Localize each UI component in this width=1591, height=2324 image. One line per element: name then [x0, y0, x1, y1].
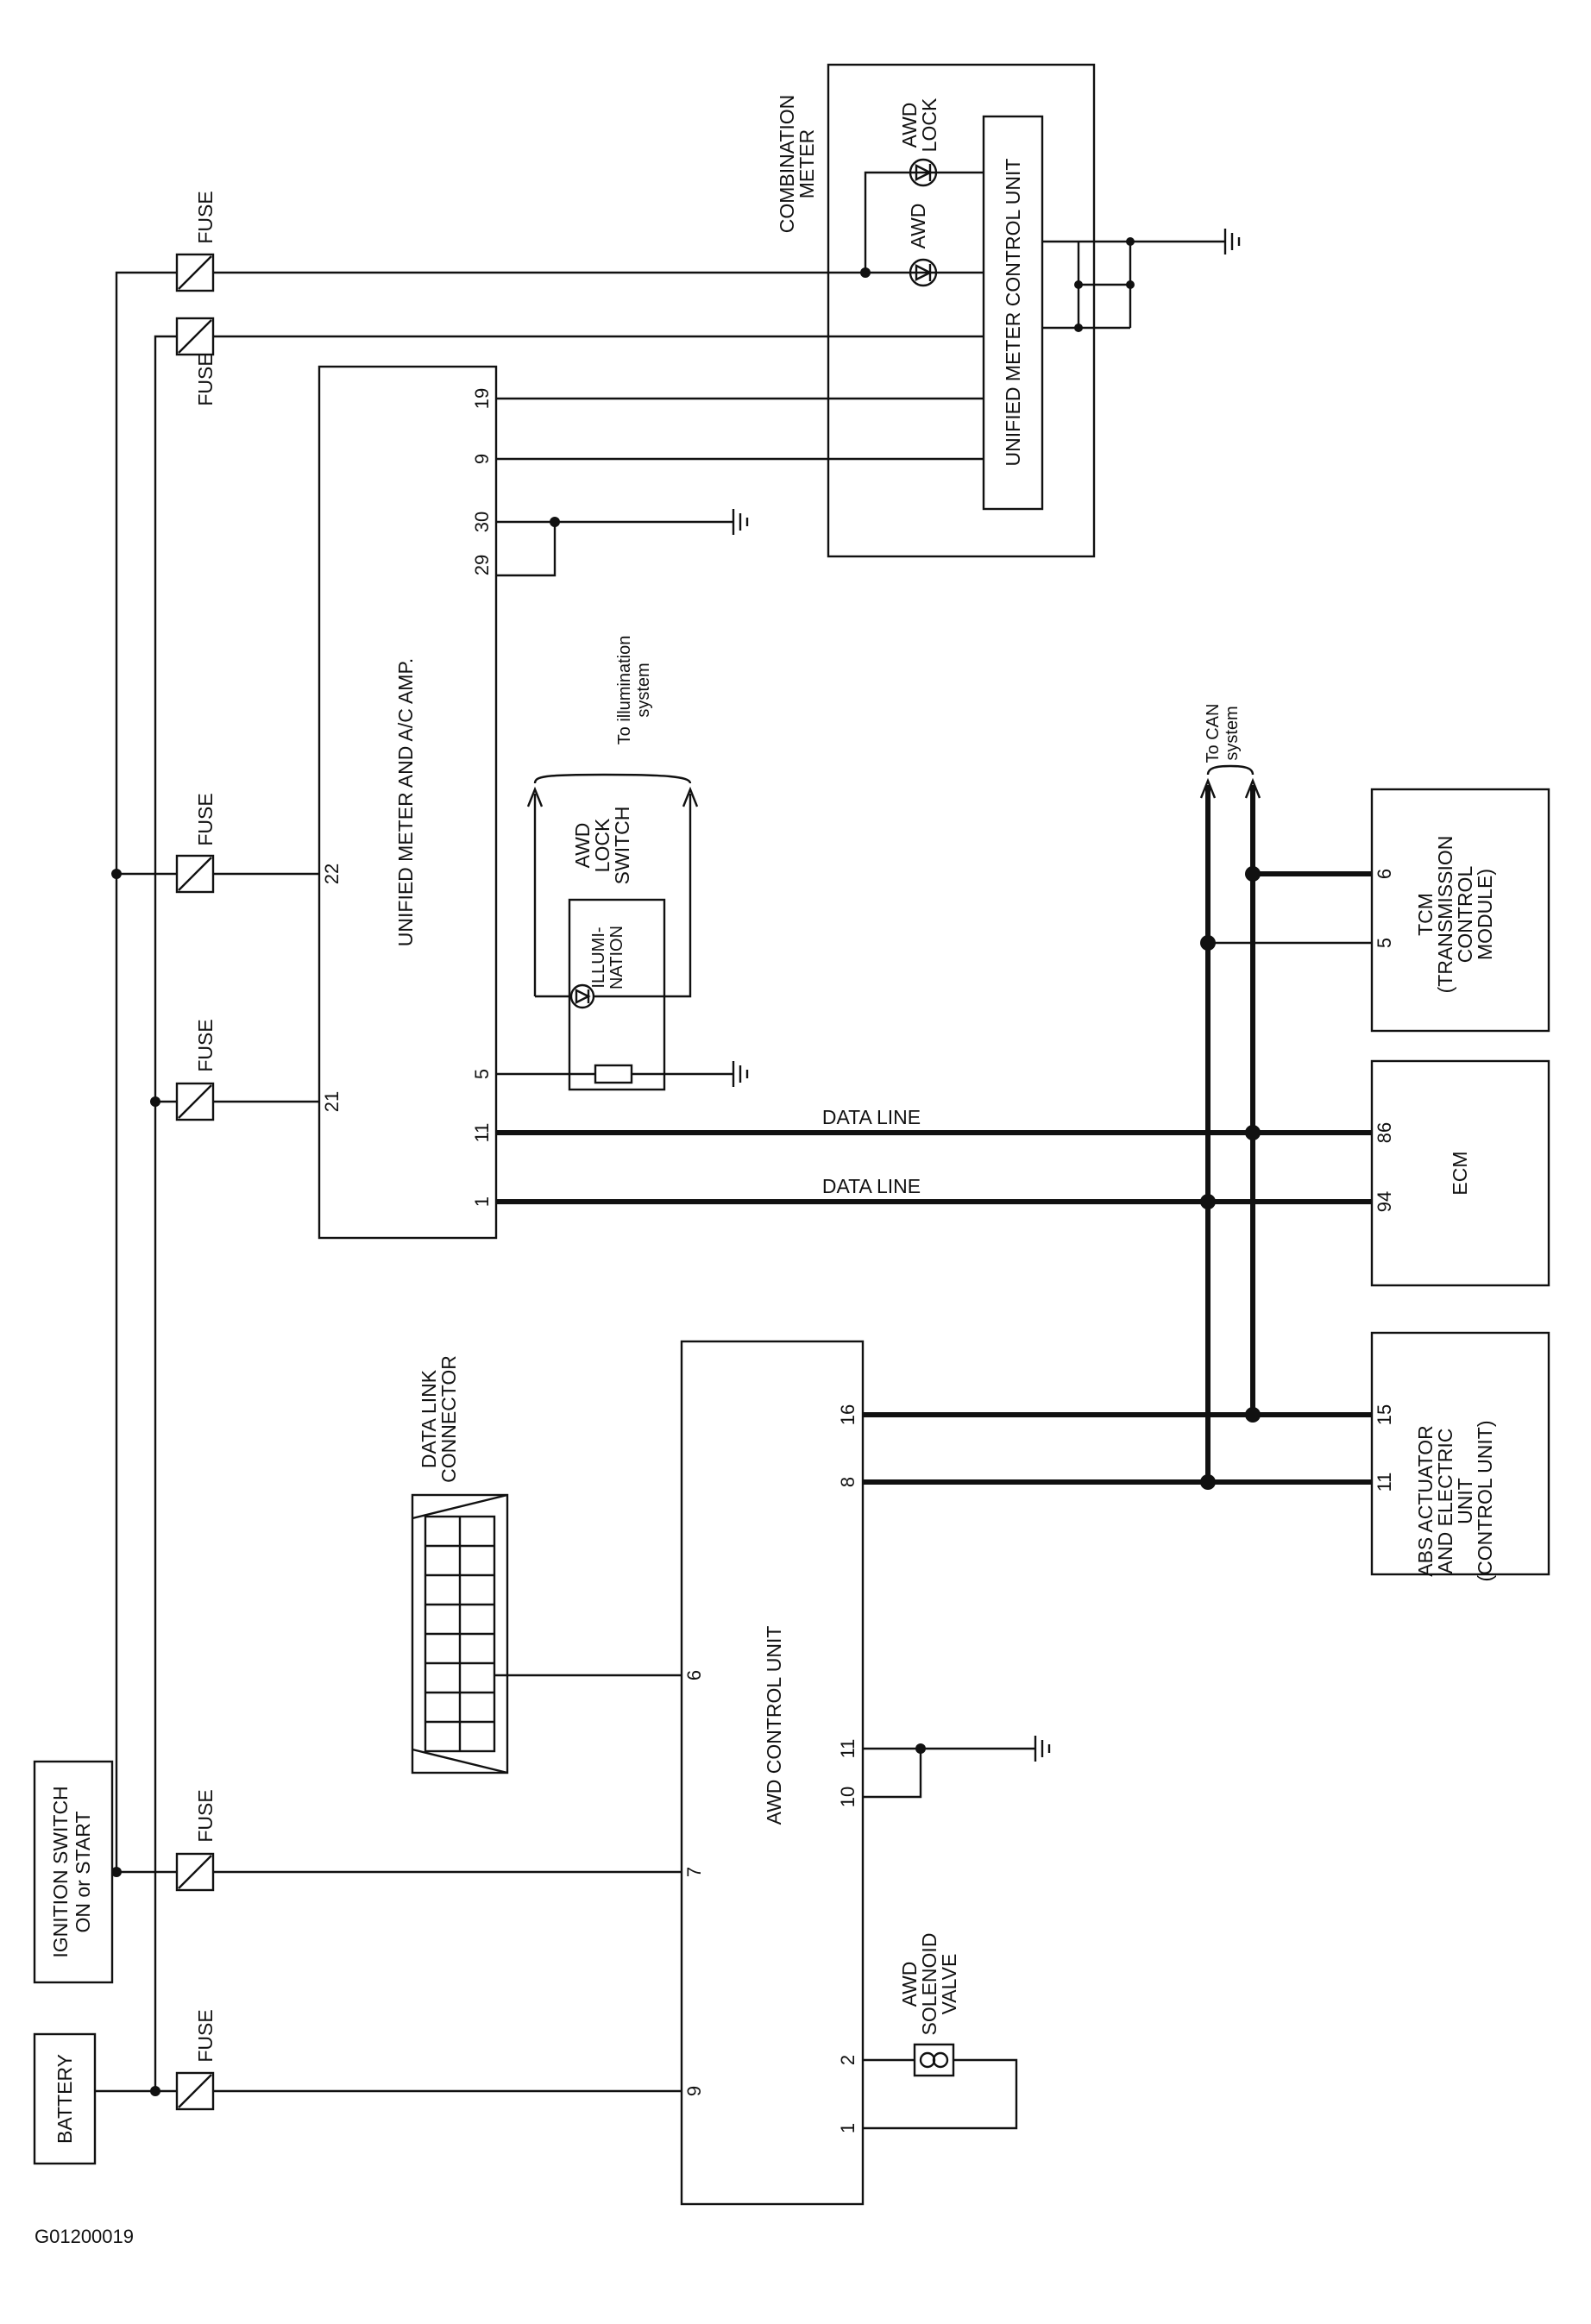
svg-text:SOLENOID: SOLENOID	[918, 1933, 940, 2036]
ecm-unit: ECM 94 86	[1370, 1059, 1550, 1287]
dlc-pin-grid	[425, 1544, 494, 1724]
fuse-combination-meter-ignition: FUSE	[175, 191, 217, 292]
svg-text:6: 6	[683, 1670, 705, 1680]
fuse-combination-meter-battery: FUSE	[175, 317, 217, 406]
svg-text:To CAN: To CAN	[1204, 704, 1223, 763]
svg-text:29: 29	[471, 555, 493, 575]
svg-text:11: 11	[837, 1739, 858, 1759]
svg-text:19: 19	[471, 388, 493, 409]
svg-text:COMBINATION: COMBINATION	[776, 95, 798, 234]
svg-text:5: 5	[471, 1069, 493, 1079]
svg-text:7: 7	[683, 1867, 705, 1877]
svg-text:ECM: ECM	[1449, 1151, 1471, 1195]
can-bus: To CAN system	[1199, 704, 1261, 1484]
data-line-label-2: DATA LINE	[822, 1106, 921, 1128]
svg-text:TCM: TCM	[1414, 893, 1437, 936]
data-link-connector: DATA LINK CONNECTOR	[411, 1355, 682, 1774]
tcm-unit: TCM (TRANSMISSION CONTROL MODULE) 5 6	[1370, 788, 1550, 1033]
svg-text:16: 16	[837, 1404, 858, 1425]
svg-text:2: 2	[837, 2055, 858, 2065]
svg-text:22: 22	[321, 864, 343, 884]
awd-lock-switch: ILLUMI- NATION AWD LOCK SWITCH	[496, 807, 749, 1091]
svg-text:system: system	[634, 663, 653, 717]
svg-text:FUSE: FUSE	[194, 2009, 217, 2062]
ignition-feed-wire	[112, 271, 177, 1874]
svg-text:FUSE: FUSE	[194, 191, 217, 243]
combination-meter: COMBINATION METER UNIFIED METER CONTROL …	[776, 63, 1241, 558]
ignition-switch-label: IGNITION SWITCH	[49, 1786, 72, 1957]
battery-label: BATTERY	[53, 2054, 76, 2144]
svg-text:11: 11	[1374, 1473, 1395, 1492]
svg-text:(TRANSMISSION: (TRANSMISSION	[1434, 836, 1456, 994]
ignition-switch-source: IGNITION SWITCH ON or START	[33, 1760, 114, 1984]
svg-text:FUSE: FUSE	[194, 1789, 217, 1842]
svg-text:1: 1	[837, 2123, 858, 2133]
svg-text:94: 94	[1374, 1191, 1395, 1212]
abs-actuator-unit: ABS ACTUATOR AND ELECTRIC UNIT (CONTROL …	[1370, 1331, 1550, 1582]
svg-text:1: 1	[471, 1197, 493, 1207]
awd-lamp-icon	[909, 258, 938, 287]
svg-text:FUSE: FUSE	[194, 793, 217, 845]
battery-feed-wire	[95, 335, 177, 2093]
svg-text:11: 11	[471, 1123, 493, 1143]
svg-text:AWD: AWD	[571, 823, 594, 869]
svg-text:LOCK: LOCK	[591, 818, 613, 872]
figure-code: G01200019	[35, 2226, 134, 2247]
fuse-meter-battery: FUSE	[175, 1019, 217, 1121]
svg-text:8: 8	[837, 1477, 858, 1487]
svg-text:6: 6	[1374, 869, 1395, 879]
unified-meter-control-unit	[982, 115, 1044, 511]
svg-text:15: 15	[1374, 1404, 1395, 1425]
svg-text:AWD: AWD	[907, 204, 929, 249]
awd-control-unit-title: AWD CONTROL UNIT	[763, 1626, 785, 1825]
unified-meter-ac-amp: UNIFIED METER AND A/C AMP. 1 11 5 21 22 …	[318, 365, 498, 1240]
svg-text:system: system	[1223, 706, 1242, 760]
battery-source: BATTERY	[33, 2032, 97, 2165]
svg-text:LOCK: LOCK	[918, 97, 940, 152]
svg-text:AND ELECTRIC: AND ELECTRIC	[1434, 1429, 1456, 1574]
svg-text:MODULE): MODULE)	[1474, 869, 1496, 960]
svg-text:9: 9	[683, 2086, 705, 2096]
svg-text:21: 21	[321, 1091, 343, 1112]
svg-text:SWITCH: SWITCH	[611, 807, 633, 885]
awd-solenoid-valve: AWD SOLENOID VALVE	[863, 1933, 1018, 2130]
fuse-awd-ignition: FUSE	[175, 1789, 217, 1892]
svg-text:NATION: NATION	[607, 926, 626, 989]
svg-text:9: 9	[471, 454, 493, 464]
data-line-label-1: DATA LINE	[822, 1175, 921, 1197]
awd-control-unit: AWD CONTROL UNIT 1 2 9 7 10 11 6 8 16	[680, 1340, 865, 2206]
ignition-switch-state: ON or START	[72, 1812, 94, 1933]
svg-text:5: 5	[1374, 938, 1395, 948]
svg-text:ABS ACTUATOR: ABS ACTUATOR	[1414, 1425, 1437, 1577]
svg-text:DATA LINK: DATA LINK	[418, 1369, 440, 1468]
awd-lock-lamp-icon	[909, 158, 938, 187]
svg-text:UNIT: UNIT	[1454, 1478, 1476, 1524]
svg-text:CONNECTOR: CONNECTOR	[437, 1355, 460, 1483]
svg-text:VALVE: VALVE	[938, 1954, 960, 2015]
svg-text:FUSE: FUSE	[194, 1019, 217, 1071]
svg-text:86: 86	[1374, 1122, 1395, 1143]
svg-text:AWD: AWD	[898, 1962, 921, 2007]
svg-text:AWD: AWD	[898, 103, 921, 148]
svg-text:(CONTROL UNIT): (CONTROL UNIT)	[1474, 1421, 1496, 1582]
unified-meter-title: UNIFIED METER AND A/C AMP.	[394, 658, 417, 946]
awd-ground	[863, 1736, 1051, 1799]
svg-text:FUSE: FUSE	[194, 353, 217, 405]
svg-text:30: 30	[471, 512, 493, 532]
svg-text:METER: METER	[796, 129, 818, 199]
svg-text:CONTROL: CONTROL	[1454, 866, 1476, 964]
fuse-awd-battery: FUSE	[175, 2009, 217, 2111]
svg-text:To illumination: To illumination	[615, 636, 634, 745]
svg-text:UNIFIED METER CONTROL UNIT: UNIFIED METER CONTROL UNIT	[1002, 159, 1024, 467]
illumination-system-wiring: To illumination system	[526, 636, 699, 998]
svg-text:ILLUMI-: ILLUMI-	[589, 926, 608, 988]
svg-text:10: 10	[837, 1787, 858, 1807]
meter-ground	[496, 509, 749, 577]
fuse-meter-ignition: FUSE	[175, 793, 217, 894]
